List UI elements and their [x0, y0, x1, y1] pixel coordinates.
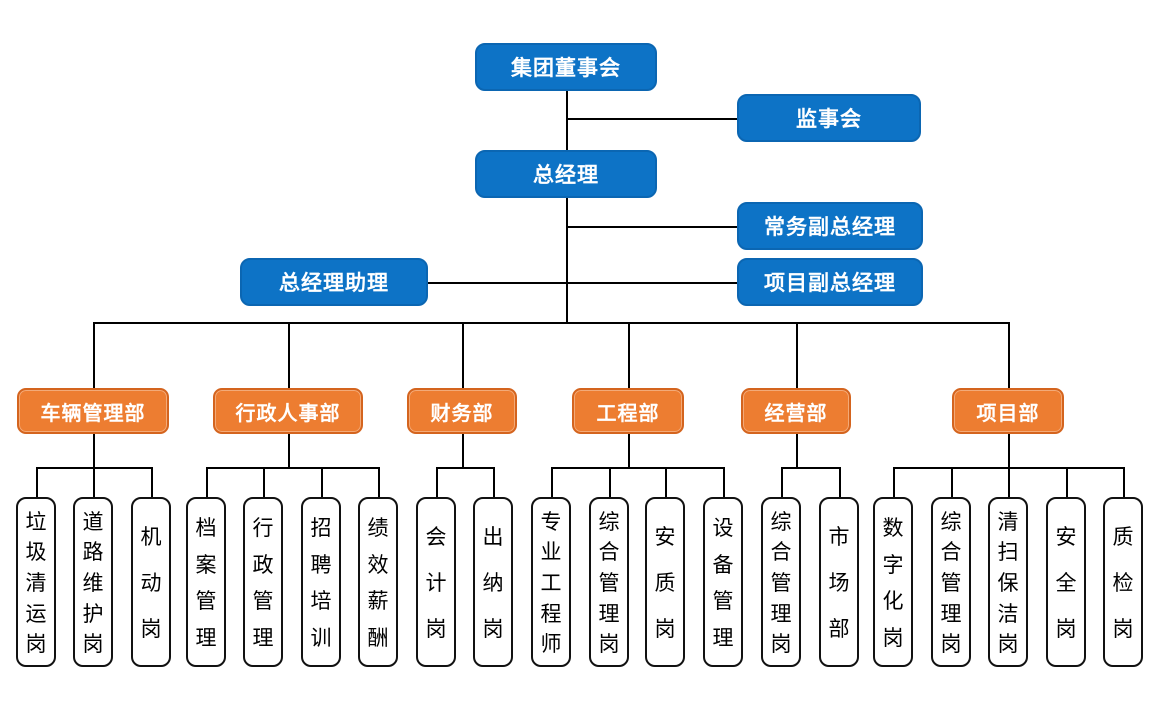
connector-drop: [263, 467, 265, 497]
general-manager-box: 总经理: [475, 150, 657, 198]
connector-to-supervisory-board: [566, 118, 737, 120]
connector-department-bus: [93, 322, 1008, 324]
connector-riser-dept-1: [93, 322, 95, 388]
connector-gm-to-bus: [566, 198, 568, 322]
connector-drop: [665, 467, 667, 497]
department-box-vehicle-management: 车辆管理部: [17, 388, 169, 434]
position-box: 绩效薪酬: [358, 497, 398, 667]
executive-deputy-gm-box: 常务副总经理: [737, 202, 923, 250]
connector-child-bus-4: [551, 467, 723, 469]
connector-child-bus-5: [781, 467, 839, 469]
connector-drop: [151, 467, 153, 497]
connector-riser-dept-2: [288, 322, 290, 388]
connector-stub-dept-6: [1008, 434, 1010, 467]
connector-drop: [839, 467, 841, 497]
position-box: 会计岗: [416, 497, 456, 667]
connector-drop: [1066, 467, 1068, 497]
connector-child-bus-2: [206, 467, 378, 469]
connector-riser-dept-6: [1008, 322, 1010, 388]
connector-drop: [723, 467, 725, 497]
connector-stub-dept-2: [288, 434, 290, 467]
position-box: 专业工程师: [531, 497, 571, 667]
department-box-finance: 财务部: [407, 388, 517, 434]
connector-drop: [321, 467, 323, 497]
department-box-engineering: 工程部: [572, 388, 684, 434]
connector-riser-dept-3: [462, 322, 464, 388]
connector-drop: [609, 467, 611, 497]
position-box: 招聘培训: [301, 497, 341, 667]
connector-board-to-gm: [566, 91, 568, 150]
connector-stub-dept-3: [462, 434, 464, 467]
connector-child-bus-3: [436, 467, 493, 469]
connector-stub-dept-1: [93, 434, 95, 467]
connector-stub-dept-5: [796, 434, 798, 467]
connector-drop: [36, 467, 38, 497]
position-box: 道路维护岗: [73, 497, 113, 667]
connector-drop: [1008, 467, 1010, 497]
connector-drop: [551, 467, 553, 497]
connector-drop: [493, 467, 495, 497]
supervisory-board-box: 监事会: [737, 94, 921, 142]
connector-drop: [951, 467, 953, 497]
position-box: 出纳岗: [473, 497, 513, 667]
connector-drop: [93, 467, 95, 497]
position-box: 档案管理: [186, 497, 226, 667]
connector-drop: [378, 467, 380, 497]
gm-assistant-box: 总经理助理: [240, 258, 428, 306]
department-box-operations: 经营部: [741, 388, 851, 434]
board-of-directors-box: 集团董事会: [475, 43, 657, 91]
connector-assistant-and-project-deputy: [428, 282, 737, 284]
position-box: 安质岗: [645, 497, 685, 667]
position-box: 设备管理: [703, 497, 743, 667]
position-box: 安全岗: [1046, 497, 1086, 667]
connector-drop: [206, 467, 208, 497]
connector-drop: [1123, 467, 1125, 497]
connector-drop: [893, 467, 895, 497]
position-box: 数字化岗: [873, 497, 913, 667]
position-box: 行政管理: [243, 497, 283, 667]
position-box: 质检岗: [1103, 497, 1143, 667]
position-box: 综合管理岗: [589, 497, 629, 667]
connector-riser-dept-5: [796, 322, 798, 388]
position-box: 清扫保洁岗: [988, 497, 1028, 667]
connector-drop: [436, 467, 438, 497]
position-box: 机动岗: [131, 497, 171, 667]
position-box: 市场部: [819, 497, 859, 667]
position-box: 综合管理岗: [761, 497, 801, 667]
connector-drop: [781, 467, 783, 497]
connector-to-executive-deputy-gm: [566, 226, 737, 228]
position-box: 综合管理岗: [931, 497, 971, 667]
department-box-admin-hr: 行政人事部: [213, 388, 363, 434]
position-box: 垃圾清运岗: [16, 497, 56, 667]
connector-stub-dept-4: [628, 434, 630, 467]
department-box-project: 项目部: [952, 388, 1064, 434]
project-deputy-gm-box: 项目副总经理: [737, 258, 923, 306]
connector-riser-dept-4: [628, 322, 630, 388]
